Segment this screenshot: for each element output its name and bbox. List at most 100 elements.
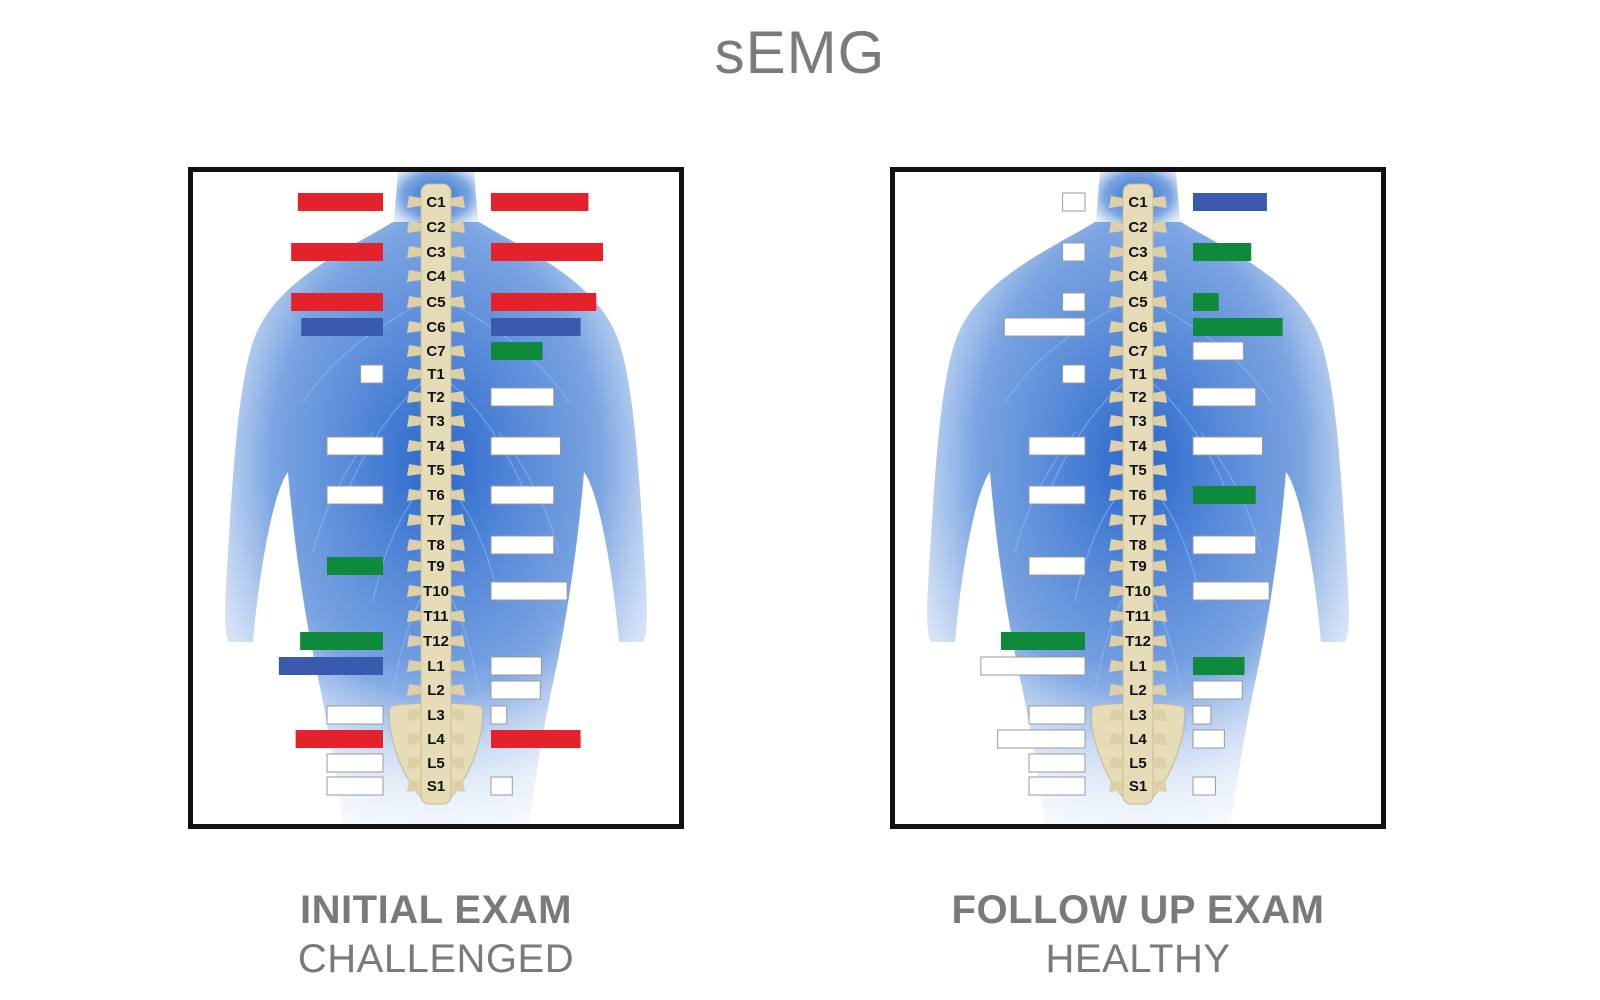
followup-exam-subtitle: HEALTHY [1045,937,1231,981]
initial-exam-subtitle: CHALLENGED [297,937,575,981]
left-bar-white [326,436,384,456]
vertebra-process [407,560,421,572]
vertebra-process [407,221,421,233]
vertebra-process [451,489,465,501]
vertebra-process [1153,514,1167,526]
left-bar-green [1001,632,1085,650]
vertebra-label: C4 [426,268,446,285]
vertebra-label: C3 [1128,244,1147,261]
vertebra-label: T5 [427,462,445,479]
vertebra-process [1109,440,1123,452]
vertebra-label: T7 [1129,512,1147,529]
vertebra-process [1153,196,1167,208]
vertebra-process [1153,660,1167,672]
vertebra-label: T11 [1125,608,1150,625]
vertebra-process [1109,684,1123,696]
left-bar-white [1062,192,1086,212]
vertebra-process [451,440,465,452]
vertebra-label: S1 [1129,778,1147,795]
vertebra-label: T9 [427,558,445,575]
right-bar-white [1192,387,1257,407]
vertebra-label: T2 [427,389,445,406]
vertebra-process [451,415,465,427]
vertebra-process [407,415,421,427]
right-bar-white [490,485,555,505]
vertebra-process [407,610,421,622]
vertebra-process [1109,221,1123,233]
vertebra-process [407,196,421,208]
right-bar-red [491,730,581,748]
vertebra-label: C2 [426,219,445,236]
vertebra-process [1109,489,1123,501]
right-bar-white [490,436,561,456]
vertebra-label: T12 [423,633,449,650]
vertebra-process [1153,610,1167,622]
vertebra-process [451,221,465,233]
vertebra-label: C5 [426,294,445,311]
vertebra-label: T6 [1129,487,1147,504]
vertebra-label: L3 [1129,707,1147,724]
vertebra-process [1109,709,1123,721]
vertebra-label: C1 [426,194,445,211]
vertebra-process [1109,321,1123,333]
vertebra-label: T3 [1129,413,1147,430]
vertebra-process [407,464,421,476]
vertebra-process [451,321,465,333]
vertebra-label: T10 [1125,583,1151,600]
vertebra-process [1109,296,1123,308]
vertebra-process [451,585,465,597]
vertebra-process [1153,635,1167,647]
vertebra-label: T9 [1129,558,1147,575]
left-bar-white [1003,317,1086,337]
right-bar-white [490,535,555,555]
vertebra-process [451,660,465,672]
right-bar-white [490,776,513,796]
right-bar-white [1192,729,1225,749]
vertebra-label: T10 [423,583,449,600]
left-bar-white [326,776,384,796]
vertebra-label: L3 [427,707,445,724]
vertebra-label: L1 [1129,658,1147,675]
right-bar-green [1193,657,1245,675]
vertebra-process [451,709,465,721]
vertebra-process [1109,415,1123,427]
vertebra-label: L5 [427,755,445,772]
vertebra-process [407,270,421,282]
vertebra-label: T8 [1129,537,1147,554]
right-bar-white [490,705,508,725]
vertebra-label: T7 [427,512,445,529]
vertebra-process [1153,709,1167,721]
vertebra-process [1109,635,1123,647]
vertebra-label: L4 [427,731,445,748]
vertebra-label: L2 [427,682,445,699]
left-bar-white [360,364,384,384]
vertebra-label: T1 [1129,366,1147,383]
vertebra-process [1109,539,1123,551]
left-bar-white [1028,556,1086,576]
vertebra-label: L1 [427,658,445,675]
vertebra-process [407,321,421,333]
vertebra-process [451,196,465,208]
vertebra-process [1153,296,1167,308]
left-bar-white [1028,485,1086,505]
right-bar-white [490,581,568,601]
left-bar-blue [278,657,383,675]
vertebra-process [1109,345,1123,357]
vertebra-process [451,560,465,572]
vertebra-process [407,440,421,452]
left-bar-white [326,485,384,505]
vertebra-label: T8 [427,537,445,554]
vertebra-process [1109,585,1123,597]
left-bar-red [291,243,383,261]
right-bar-green [1193,318,1283,336]
vertebra-label: L5 [1129,755,1147,772]
left-bar-white [1028,436,1086,456]
right-bar-green [491,342,543,360]
vertebra-label: C6 [1128,319,1147,336]
right-bar-white [1192,680,1243,700]
vertebra-process [407,780,421,792]
chart-title: sEMG [714,19,886,86]
right-bar-white [1192,436,1263,456]
vertebra-label: C5 [1128,294,1147,311]
